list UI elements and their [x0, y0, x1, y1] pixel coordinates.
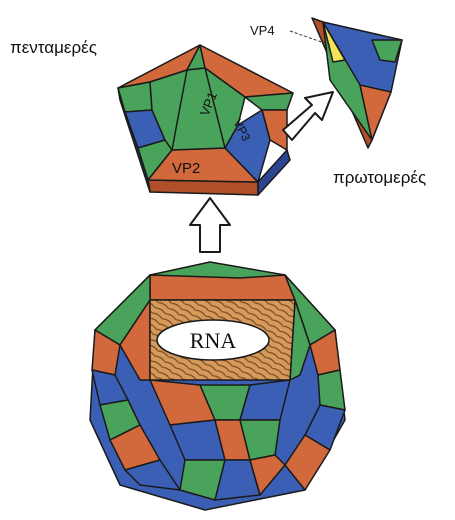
protomer-label: πρωτομερές	[333, 168, 426, 188]
pentamer-label: πενταμερές	[10, 38, 97, 58]
capsid-shape	[90, 262, 345, 510]
protomer-shape	[312, 18, 402, 148]
pentamer-vp2-label: VP2	[172, 160, 200, 177]
protomer-vp4-label: VP4	[250, 23, 275, 38]
pentamer-shape	[118, 45, 293, 195]
rna-label: RNA	[190, 328, 237, 353]
arrow-up-to-pentamer	[190, 198, 230, 252]
